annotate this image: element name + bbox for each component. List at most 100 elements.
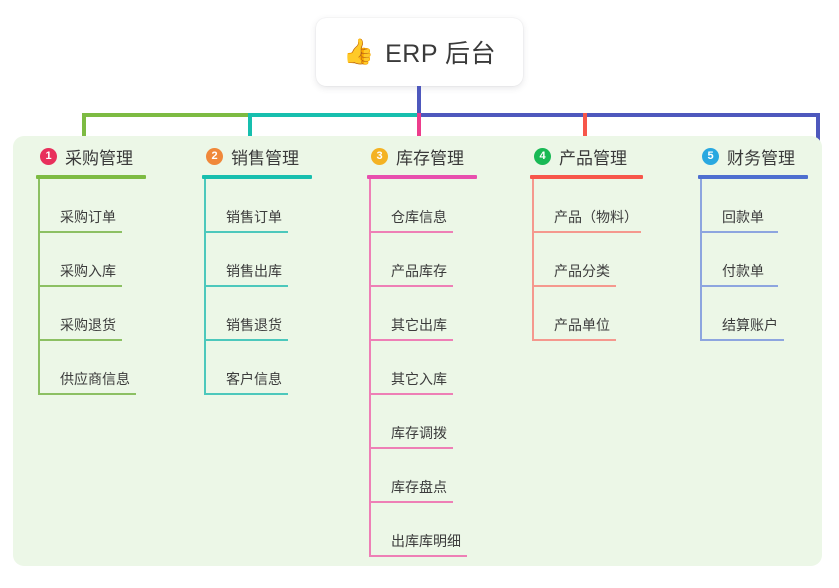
column-spine bbox=[532, 179, 534, 341]
list-item[interactable]: 采购订单 bbox=[38, 179, 146, 233]
list-item-label: 库存盘点 bbox=[391, 479, 447, 495]
list-item-label: 销售订单 bbox=[226, 209, 282, 225]
list-item-label: 其它入库 bbox=[391, 371, 447, 387]
list-item-rule bbox=[534, 339, 616, 341]
list-item-rule bbox=[371, 339, 453, 341]
list-item-rule bbox=[40, 285, 122, 287]
connector-drop-5 bbox=[816, 113, 820, 143]
list-item[interactable]: 出库库明细 bbox=[369, 503, 477, 557]
list-item-rule bbox=[702, 339, 784, 341]
list-item[interactable]: 采购退货 bbox=[38, 287, 146, 341]
list-item[interactable]: 其它入库 bbox=[369, 341, 477, 395]
connector-drop-1 bbox=[82, 113, 86, 143]
list-item[interactable]: 供应商信息 bbox=[38, 341, 146, 395]
list-item-label: 产品库存 bbox=[391, 263, 447, 279]
column-header[interactable]: 3 库存管理 bbox=[367, 143, 477, 169]
list-item-rule bbox=[40, 231, 122, 233]
list-item[interactable]: 仓库信息 bbox=[369, 179, 477, 233]
list-item[interactable]: 销售订单 bbox=[204, 179, 312, 233]
list-item-label: 仓库信息 bbox=[391, 209, 447, 225]
list-item-rule bbox=[371, 555, 467, 557]
list-item-rule bbox=[702, 285, 778, 287]
connector-stem bbox=[417, 86, 421, 115]
list-item-rule bbox=[206, 393, 288, 395]
list-item-rule bbox=[534, 231, 641, 233]
list-item-rule bbox=[371, 501, 453, 503]
list-item[interactable]: 产品分类 bbox=[532, 233, 643, 287]
list-item-label: 其它出库 bbox=[391, 317, 447, 333]
list-item-rule bbox=[371, 285, 453, 287]
column-spine bbox=[204, 179, 206, 395]
list-item[interactable]: 产品单位 bbox=[532, 287, 643, 341]
column-title: 产品管理 bbox=[559, 148, 627, 168]
list-item-label: 出库库明细 bbox=[391, 533, 461, 549]
list-item-label: 采购入库 bbox=[60, 263, 116, 279]
list-item-rule bbox=[371, 393, 453, 395]
diagram-panel bbox=[13, 136, 822, 566]
list-item-rule bbox=[371, 231, 453, 233]
list-item-label: 供应商信息 bbox=[60, 371, 130, 387]
list-item[interactable]: 库存调拨 bbox=[369, 395, 477, 449]
column-rule bbox=[698, 175, 808, 179]
column-header[interactable]: 5 财务管理 bbox=[698, 143, 808, 169]
column-header[interactable]: 4 产品管理 bbox=[530, 143, 643, 169]
list-item-label: 结算账户 bbox=[722, 317, 778, 333]
list-item[interactable]: 库存盘点 bbox=[369, 449, 477, 503]
list-item-label: 销售出库 bbox=[226, 263, 282, 279]
list-item-label: 销售退货 bbox=[226, 317, 282, 333]
list-item[interactable]: 结算账户 bbox=[700, 287, 808, 341]
column-sales: 2 销售管理 销售订单销售出库销售退货客户信息 bbox=[202, 143, 312, 395]
list-item-rule bbox=[206, 231, 288, 233]
column-rule bbox=[36, 175, 146, 179]
list-item[interactable]: 采购入库 bbox=[38, 233, 146, 287]
list-item-rule bbox=[40, 339, 122, 341]
column-badge: 1 bbox=[40, 147, 57, 165]
column-title: 财务管理 bbox=[727, 148, 795, 168]
column-rule bbox=[530, 175, 643, 179]
column-inventory: 3 库存管理 仓库信息产品库存其它出库其它入库库存调拨库存盘点出库库明细 bbox=[367, 143, 477, 557]
list-item-label: 付款单 bbox=[722, 263, 764, 279]
connector-drop-3 bbox=[417, 113, 421, 143]
list-item[interactable]: 其它出库 bbox=[369, 287, 477, 341]
list-item-rule bbox=[40, 393, 136, 395]
column-header[interactable]: 1 采购管理 bbox=[36, 143, 146, 169]
list-item-rule bbox=[206, 285, 288, 287]
column-spine bbox=[38, 179, 40, 395]
connector-drop-2 bbox=[248, 113, 252, 143]
column-badge: 3 bbox=[371, 147, 388, 165]
list-item[interactable]: 回款单 bbox=[700, 179, 808, 233]
list-item-label: 采购退货 bbox=[60, 317, 116, 333]
column-items: 产品（物料） 产品分类产品单位 bbox=[530, 179, 643, 341]
column-title: 采购管理 bbox=[65, 148, 133, 168]
list-item-label: 库存调拨 bbox=[391, 425, 447, 441]
list-item-label: 产品分类 bbox=[554, 263, 610, 279]
column-spine bbox=[369, 179, 371, 557]
column-items: 销售订单销售出库销售退货客户信息 bbox=[202, 179, 312, 395]
list-item-label: 产品（物料） bbox=[554, 209, 638, 225]
column-items: 仓库信息产品库存其它出库其它入库库存调拨库存盘点出库库明细 bbox=[367, 179, 477, 557]
list-item-label: 采购订单 bbox=[60, 209, 116, 225]
connector-bus-segment-1 bbox=[82, 113, 250, 117]
list-item[interactable]: 产品库存 bbox=[369, 233, 477, 287]
list-item-rule bbox=[371, 447, 453, 449]
connector-drop-4 bbox=[583, 113, 587, 143]
connector-bus-segment-2 bbox=[248, 113, 420, 117]
list-item[interactable]: 付款单 bbox=[700, 233, 808, 287]
column-badge: 4 bbox=[534, 147, 551, 165]
column-badge: 2 bbox=[206, 147, 223, 165]
column-badge: 5 bbox=[702, 147, 719, 165]
column-rule bbox=[202, 175, 312, 179]
list-item[interactable]: 客户信息 bbox=[204, 341, 312, 395]
column-title: 库存管理 bbox=[396, 148, 464, 168]
column-finance: 5 财务管理 回款单付款单结算账户 bbox=[698, 143, 808, 341]
list-item-rule bbox=[702, 231, 778, 233]
root-node-card[interactable]: 👍 ERP 后台 bbox=[316, 18, 523, 86]
column-header[interactable]: 2 销售管理 bbox=[202, 143, 312, 169]
column-items: 回款单付款单结算账户 bbox=[698, 179, 808, 341]
column-items: 采购订单采购入库采购退货供应商信息 bbox=[36, 179, 146, 395]
list-item[interactable]: 销售退货 bbox=[204, 287, 312, 341]
list-item[interactable]: 产品（物料） bbox=[532, 179, 643, 233]
list-item-label: 产品单位 bbox=[554, 317, 610, 333]
column-product: 4 产品管理 产品（物料） 产品分类产品单位 bbox=[530, 143, 643, 341]
list-item[interactable]: 销售出库 bbox=[204, 233, 312, 287]
